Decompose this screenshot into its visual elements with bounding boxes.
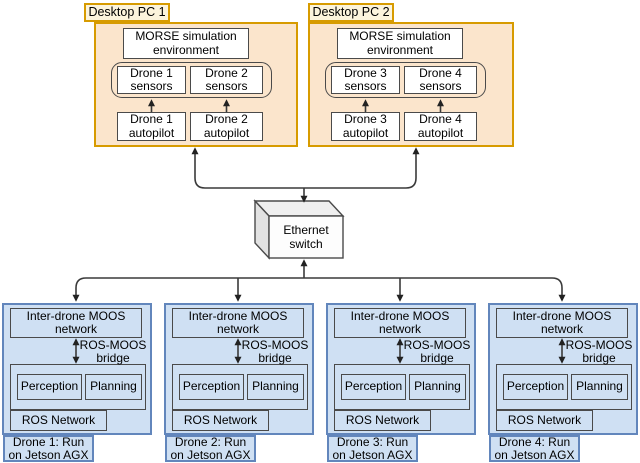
jetson-caption-line2: on Jetson AGX bbox=[494, 447, 575, 462]
inter-drone-moos-network-box: Inter-drone MOOS network bbox=[334, 308, 466, 338]
desktop-pc-2-tab: Desktop PC 2 bbox=[308, 3, 394, 22]
planning-box: Planning bbox=[409, 374, 466, 400]
fan-bar-switch-to-drones bbox=[72, 277, 566, 302]
jetson-caption-line1: Drone 4: Run bbox=[498, 435, 571, 449]
ros-network-box: ROS Network bbox=[172, 410, 269, 431]
jetson-caption-line2: on Jetson AGX bbox=[170, 447, 251, 462]
moos-network-line1: Inter-drone MOOS bbox=[512, 308, 612, 323]
sensors-label-line1: Drone 2 bbox=[205, 65, 248, 80]
ros-moos-bridge-label: ROS-MOOS bridge bbox=[564, 339, 634, 365]
sensors-label-line2: sensors bbox=[205, 79, 248, 93]
ros-network-box: ROS Network bbox=[496, 410, 593, 431]
autopilot-label-line1: Drone 2 bbox=[205, 112, 248, 126]
morse-label-line1: MORSE simulation bbox=[135, 29, 237, 43]
desktop-pc-1-tab: Desktop PC 1 bbox=[84, 3, 170, 22]
bridge-label-line1: ROS-MOOS bbox=[565, 338, 633, 352]
jetson-caption-line1: Drone 1: Run bbox=[12, 435, 85, 449]
autopilot-label-line2: autopilot bbox=[128, 125, 175, 140]
moos-network-line1: Inter-drone MOOS bbox=[350, 308, 450, 323]
drone-1-jetson-caption: Drone 1: Run on Jetson AGX bbox=[3, 435, 94, 462]
autopilot-label-line1: Drone 3 bbox=[344, 112, 387, 126]
drone-2-autopilot-box: Drone 2 autopilot bbox=[190, 112, 263, 141]
sensors-label-line1: Drone 4 bbox=[419, 65, 462, 80]
drone-3-jetson-caption: Drone 3: Run on Jetson AGX bbox=[327, 435, 418, 462]
perception-box: Perception bbox=[179, 374, 244, 400]
drone-3-autopilot-box: Drone 3 autopilot bbox=[331, 112, 400, 141]
ros-network-box: ROS Network bbox=[334, 410, 431, 431]
autopilot-label-line1: Drone 4 bbox=[419, 112, 462, 126]
cube-front-face bbox=[268, 215, 344, 259]
inter-drone-moos-network-box: Inter-drone MOOS network bbox=[10, 308, 142, 338]
ros-network-box: ROS Network bbox=[10, 410, 107, 431]
drone-1-sensors-box: Drone 1 sensors bbox=[117, 66, 186, 94]
switch-label-line2: switch bbox=[289, 237, 323, 251]
bridge-label-line2: bridge bbox=[96, 351, 130, 365]
planning-box: Planning bbox=[85, 374, 142, 400]
drone-4-jetson-caption: Drone 4: Run on Jetson AGX bbox=[489, 435, 580, 462]
ros-moos-bridge-label: ROS-MOOS bridge bbox=[240, 339, 310, 365]
sensors-label-line2: sensors bbox=[130, 79, 173, 93]
bridge-label-line1: ROS-MOOS bbox=[403, 338, 471, 352]
perception-box: Perception bbox=[17, 374, 82, 400]
sensors-label-line2: sensors bbox=[344, 79, 387, 93]
sensors-label-line1: Drone 1 bbox=[130, 65, 173, 80]
autopilot-label-line2: autopilot bbox=[342, 125, 389, 140]
autopilot-label-line2: autopilot bbox=[203, 125, 250, 140]
moos-network-line2: network bbox=[54, 322, 98, 336]
drone-1-autopilot-box: Drone 1 autopilot bbox=[117, 112, 186, 141]
jetson-caption-line1: Drone 3: Run bbox=[336, 435, 409, 449]
morse-environment-box: MORSE simulation environment bbox=[123, 28, 249, 59]
arrow-switch-to-pc2 bbox=[304, 147, 420, 189]
sensors-container bbox=[325, 62, 486, 98]
drone-2-jetson-caption: Drone 2: Run on Jetson AGX bbox=[165, 435, 256, 462]
morse-label-line2: environment bbox=[366, 42, 434, 57]
moos-network-line1: Inter-drone MOOS bbox=[188, 308, 288, 323]
morse-label-line2: environment bbox=[152, 42, 220, 57]
switch-label-line1: Ethernet bbox=[283, 223, 329, 237]
inter-drone-moos-network-box: Inter-drone MOOS network bbox=[172, 308, 304, 338]
ethernet-switch-cube bbox=[253, 199, 345, 260]
perception-box: Perception bbox=[503, 374, 568, 400]
bridge-label-line1: ROS-MOOS bbox=[79, 338, 147, 352]
planning-box: Planning bbox=[571, 374, 628, 400]
sensors-label-line2: sensors bbox=[419, 79, 462, 93]
inter-drone-moos-network-box: Inter-drone MOOS network bbox=[496, 308, 628, 338]
drone-4-autopilot-box: Drone 4 autopilot bbox=[404, 112, 477, 141]
moos-network-line2: network bbox=[216, 322, 260, 336]
jetson-caption-line2: on Jetson AGX bbox=[8, 447, 89, 462]
drone-4-sensors-box: Drone 4 sensors bbox=[404, 66, 477, 94]
cube-top-face bbox=[253, 200, 345, 217]
perception-box: Perception bbox=[341, 374, 406, 400]
ros-moos-bridge-label: ROS-MOOS bridge bbox=[402, 339, 472, 365]
sensors-label-line1: Drone 3 bbox=[344, 65, 387, 80]
autopilot-label-line2: autopilot bbox=[417, 125, 464, 140]
sensors-container bbox=[111, 62, 272, 98]
jetson-caption-line2: on Jetson AGX bbox=[332, 447, 413, 462]
bridge-label-line2: bridge bbox=[582, 351, 616, 365]
bridge-label-line1: ROS-MOOS bbox=[241, 338, 309, 352]
moos-network-line2: network bbox=[540, 322, 584, 336]
ethernet-switch-label: Ethernet switch bbox=[269, 216, 343, 258]
moos-network-line2: network bbox=[378, 322, 422, 336]
drone-2-sensors-box: Drone 2 sensors bbox=[190, 66, 263, 94]
drone-3-sensors-box: Drone 3 sensors bbox=[331, 66, 400, 94]
morse-label-line1: MORSE simulation bbox=[349, 29, 451, 43]
morse-environment-box: MORSE simulation environment bbox=[337, 28, 463, 59]
bridge-label-line2: bridge bbox=[420, 351, 454, 365]
planning-box: Planning bbox=[247, 374, 304, 400]
arrow-switch-to-pc1 bbox=[191, 147, 304, 189]
autopilot-label-line1: Drone 1 bbox=[130, 112, 173, 126]
bridge-label-line2: bridge bbox=[258, 351, 292, 365]
moos-network-line1: Inter-drone MOOS bbox=[26, 308, 126, 323]
jetson-caption-line1: Drone 2: Run bbox=[174, 435, 247, 449]
ros-moos-bridge-label: ROS-MOOS bridge bbox=[78, 339, 148, 365]
